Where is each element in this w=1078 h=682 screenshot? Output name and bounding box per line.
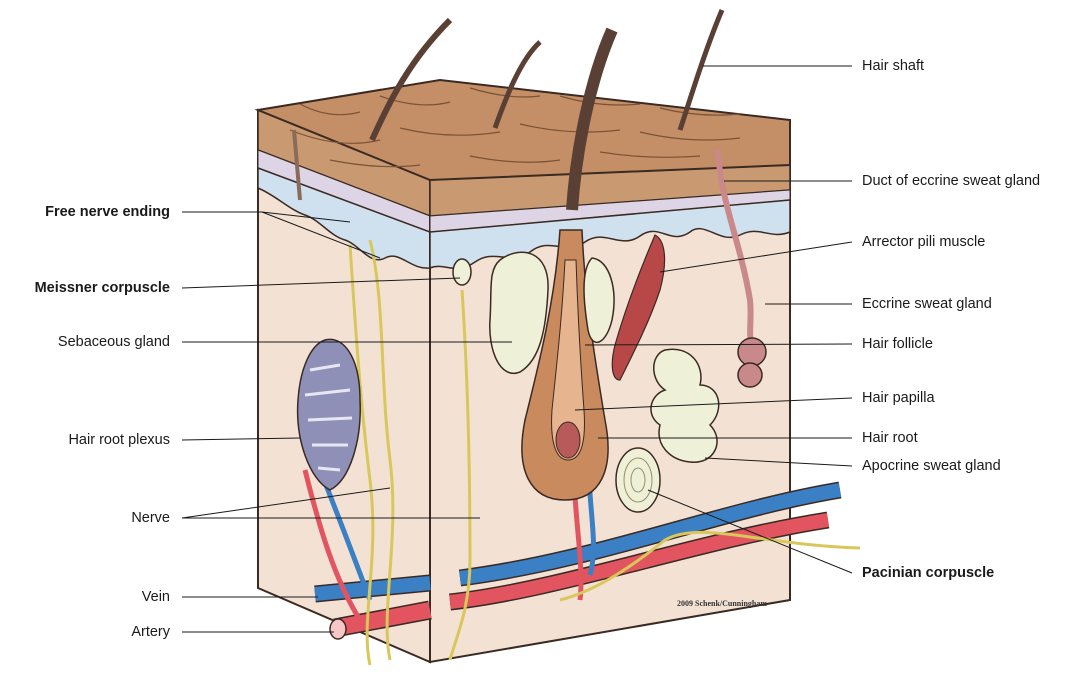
label-meissner-corpuscle: Meissner corpuscle [0, 279, 170, 297]
label-hair-papilla: Hair papilla [862, 389, 935, 407]
label-hair-follicle: Hair follicle [862, 335, 933, 353]
label-artery: Artery [10, 623, 170, 641]
label-arrector-pili: Arrector pili muscle [862, 233, 985, 251]
label-vein: Vein [10, 588, 170, 606]
label-nerve: Nerve [10, 509, 170, 527]
pacinian-corpuscle [616, 448, 660, 512]
label-apocrine-gland: Apocrine sweat gland [862, 457, 1001, 475]
label-free-nerve-ending: Free nerve ending [10, 203, 170, 221]
label-hair-shaft: Hair shaft [862, 57, 924, 75]
meissner-corpuscle [453, 259, 471, 285]
label-duct-eccrine: Duct of eccrine sweat gland [862, 172, 1040, 190]
label-sebaceous-gland: Sebaceous gland [10, 333, 170, 351]
label-hair-root: Hair root [862, 429, 918, 447]
credit-text: 2009 Schenk/Cunningham [677, 599, 767, 608]
label-pacinian-corpuscle: Pacinian corpuscle [862, 564, 994, 582]
label-eccrine-gland: Eccrine sweat gland [862, 295, 992, 313]
label-hair-root-plexus: Hair root plexus [10, 431, 170, 449]
